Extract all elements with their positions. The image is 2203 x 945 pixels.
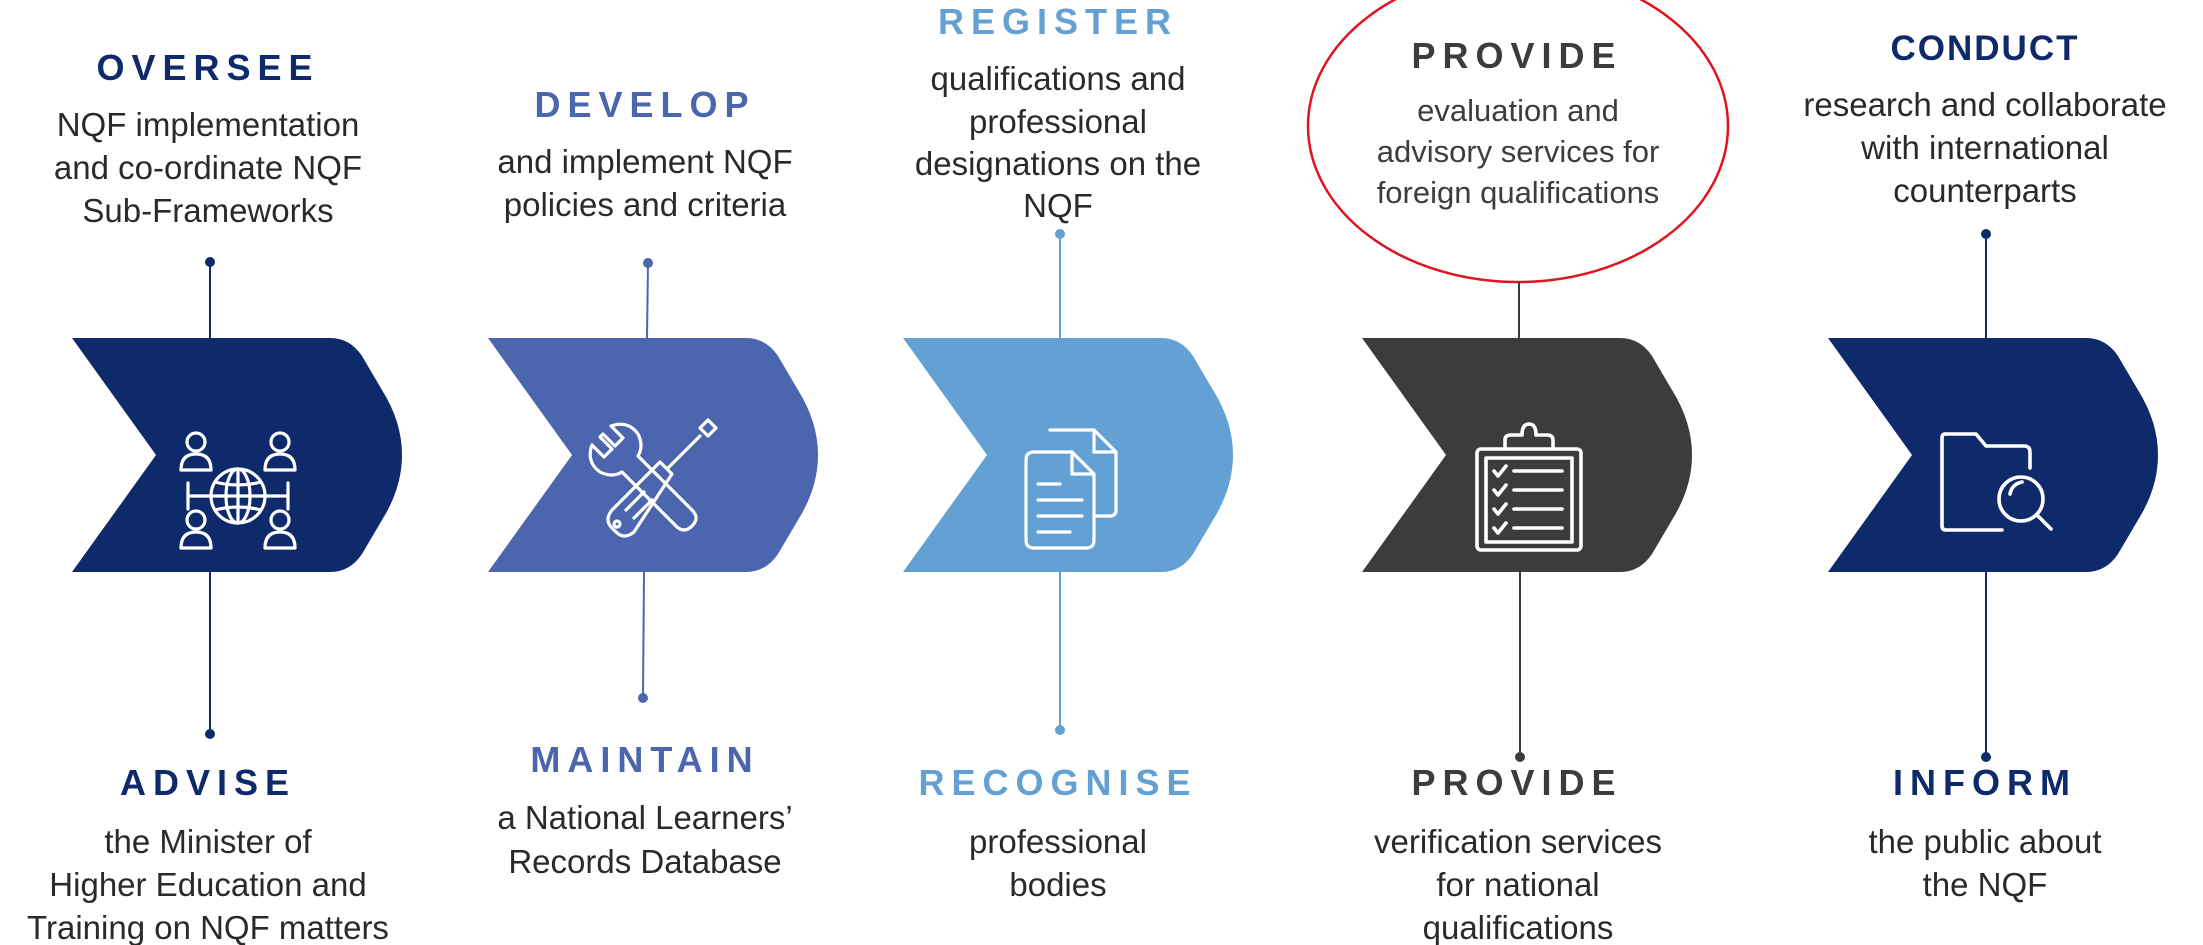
chevron-conduct xyxy=(1828,338,2158,572)
inform-heading: INFORM xyxy=(1893,762,2077,803)
connector-dot xyxy=(643,258,653,268)
wrench-screwdriver-icon xyxy=(588,418,718,538)
provide-verification-text-line: qualifications xyxy=(1423,909,1614,945)
conduct-text-line: research and collaborate xyxy=(1803,86,2166,123)
recognise-text-line: professional xyxy=(969,823,1147,860)
connector-dot xyxy=(205,257,215,267)
step-register-recognise: REGISTER qualifications and professional… xyxy=(903,1,1233,903)
connector-dot xyxy=(1055,229,1065,239)
inform-text-line: the public about xyxy=(1868,823,2101,860)
register-text-line: designations on the xyxy=(915,145,1201,182)
oversee-text-line: Sub-Frameworks xyxy=(82,192,333,229)
clipboard-checklist-icon xyxy=(1475,422,1583,552)
connector-dot xyxy=(205,729,215,739)
provide-evaluation-text-line: foreign qualifications xyxy=(1377,175,1660,210)
chevron-oversee-fill xyxy=(72,338,402,572)
connector-dot xyxy=(1981,229,1991,239)
conduct-heading: CONDUCT xyxy=(1891,29,2080,68)
connector-line xyxy=(646,262,649,339)
people-globe-icon xyxy=(179,431,297,550)
conduct-text-line: with international xyxy=(1860,129,2109,166)
maintain-heading: MAINTAIN xyxy=(530,739,759,780)
provide-verification-text-line: verification services xyxy=(1374,823,1662,860)
folder-search-icon xyxy=(1940,432,2053,532)
oversee-text-line: NQF implementation xyxy=(57,106,360,143)
chevron-provide xyxy=(1362,338,1692,572)
recognise-text-line: bodies xyxy=(1009,866,1106,903)
register-text-line: NQF xyxy=(1023,187,1093,224)
advise-heading: ADVISE xyxy=(120,762,296,803)
connector-dot xyxy=(638,693,648,703)
oversee-heading: OVERSEE xyxy=(96,47,319,88)
provide-evaluation-text-line: advisory services for xyxy=(1377,134,1660,169)
advise-text-line: Training on NQF matters xyxy=(27,909,389,945)
provide-evaluation-heading: PROVIDE xyxy=(1411,35,1622,76)
develop-text-line: policies and criteria xyxy=(504,186,787,223)
advise-text-line: Higher Education and xyxy=(49,866,366,903)
documents-icon xyxy=(1024,428,1118,550)
register-text-line: qualifications and xyxy=(930,60,1185,97)
oversee-text-line: and co-ordinate NQF xyxy=(54,149,362,186)
recognise-heading: RECOGNISE xyxy=(918,762,1197,803)
step-conduct-inform: CONDUCT research and collaborate with in… xyxy=(1803,29,2166,903)
provide-verification-text-line: for national xyxy=(1436,866,1599,903)
provide-verification-heading: PROVIDE xyxy=(1411,762,1622,803)
step-develop-maintain: DEVELOP and implement NQF policies and c… xyxy=(488,84,818,880)
conduct-text-line: counterparts xyxy=(1893,172,2076,209)
step-oversee-advise: OVERSEE NQF implementation and co-ordina… xyxy=(27,47,402,945)
advise-text-line: the Minister of xyxy=(104,823,312,860)
develop-heading: DEVELOP xyxy=(534,84,755,125)
connector-dot xyxy=(1515,752,1525,762)
register-heading: REGISTER xyxy=(938,1,1178,42)
connector-dot xyxy=(1981,752,1991,762)
connector-line xyxy=(642,571,645,699)
develop-text-line: and implement NQF xyxy=(497,143,792,180)
inform-text-line: the NQF xyxy=(1923,866,2048,903)
maintain-text-line: a National Learners’ xyxy=(497,799,792,836)
maintain-text-line: Records Database xyxy=(508,843,781,880)
chevron-develop xyxy=(488,338,818,572)
chevron-register xyxy=(903,338,1233,572)
step-provide-provide: PROVIDE evaluation and advisory services… xyxy=(1306,0,1730,945)
connector-dot xyxy=(1055,725,1065,735)
provide-evaluation-text-line: evaluation and xyxy=(1417,93,1619,128)
register-text-line: professional xyxy=(969,103,1147,140)
